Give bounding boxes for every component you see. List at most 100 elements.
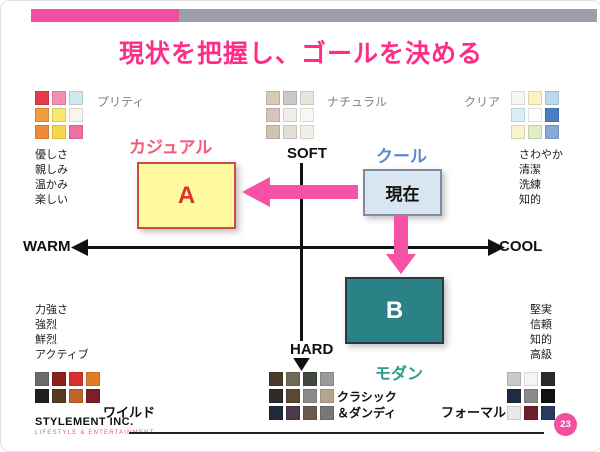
keyword: 信頼 [530, 319, 552, 331]
palette-wild [35, 372, 100, 403]
arrow-to-a-head-icon [242, 177, 270, 207]
color-swatch [541, 372, 555, 386]
color-swatch [52, 108, 66, 122]
axis-label-soft: SOFT [285, 145, 329, 162]
color-swatch [545, 108, 559, 122]
keyword: 高級 [530, 349, 552, 361]
color-swatch [300, 108, 314, 122]
palette-formal [507, 372, 555, 420]
color-swatch [524, 389, 538, 403]
horizontal-axis-line [87, 246, 489, 249]
color-swatch [303, 406, 317, 420]
page-number: 23 [560, 419, 571, 430]
color-swatch [541, 389, 555, 403]
current-position-label: 現在 [385, 185, 420, 204]
color-swatch [303, 372, 317, 386]
color-swatch [52, 389, 66, 403]
color-swatch [541, 406, 555, 420]
keyword: 知的 [530, 334, 552, 346]
color-swatch [286, 372, 300, 386]
goal-box-b-label: B [385, 296, 404, 324]
keywords-hard-warm: 力強さ 強烈 鮮烈 アクティブ [35, 303, 89, 363]
axis-label-hard: HARD [287, 341, 337, 358]
color-swatch [545, 125, 559, 139]
keyword: さわやか [519, 149, 563, 161]
color-swatch [286, 406, 300, 420]
goal-box-b: B [345, 277, 444, 344]
color-swatch [300, 125, 314, 139]
color-swatch [511, 91, 525, 105]
page-number-badge: 23 [554, 413, 577, 436]
color-swatch [507, 406, 521, 420]
goal-box-a: A [137, 162, 236, 229]
label-natural: ナチュラル [327, 95, 388, 109]
label-casual: カジュアル [129, 138, 213, 157]
color-swatch [52, 91, 66, 105]
color-swatch [69, 372, 83, 386]
color-swatch [283, 108, 297, 122]
color-swatch [320, 372, 334, 386]
color-swatch [266, 91, 280, 105]
color-swatch [266, 125, 280, 139]
label-formal: フォーマル [441, 405, 507, 420]
color-swatch [69, 91, 83, 105]
keyword: 楽しい [35, 194, 68, 206]
palette-classic [269, 372, 334, 420]
keyword: 清潔 [519, 164, 541, 176]
current-position-box: 現在 [363, 169, 442, 216]
label-wild: ワイルド [103, 405, 156, 420]
footer-divider [129, 432, 544, 434]
label-modern: モダン [375, 366, 424, 383]
footer-company-name: STYLEMENT INC. [35, 416, 134, 428]
palette-natural [266, 91, 314, 139]
color-swatch [303, 389, 317, 403]
color-swatch [69, 108, 83, 122]
header-accent-bar [31, 9, 179, 22]
keyword: 優しさ [35, 149, 68, 161]
color-swatch [320, 389, 334, 403]
color-swatch [269, 406, 283, 420]
color-swatch [511, 125, 525, 139]
label-pretty: プリティ [97, 95, 145, 109]
color-swatch [511, 108, 525, 122]
keyword: アクティブ [35, 349, 89, 361]
color-swatch [35, 91, 49, 105]
label-classic-line2: ＆ダンディ [337, 406, 397, 420]
footer-tagline: LIFESTYLE & ENTERTAINMENT [35, 430, 155, 436]
vertical-axis-line [300, 163, 303, 357]
color-swatch [320, 406, 334, 420]
arrow-to-a-shaft [269, 185, 358, 199]
goal-box-a-label: A [177, 181, 196, 209]
color-swatch [507, 389, 521, 403]
color-swatch [86, 389, 100, 403]
label-clear: クリア [464, 95, 501, 109]
keyword: 知的 [519, 194, 541, 206]
color-swatch [35, 372, 49, 386]
color-swatch [52, 125, 66, 139]
color-swatch [35, 108, 49, 122]
label-classic-line1: クラシック [337, 390, 397, 404]
arrowhead-left-icon [71, 239, 88, 256]
color-swatch [69, 125, 83, 139]
axis-label-warm: WARM [23, 238, 71, 255]
keywords-soft-cool: さわやか 清潔 洗練 知的 [519, 148, 563, 208]
axis-label-cool: COOL [499, 238, 543, 255]
keyword: 鮮烈 [35, 334, 57, 346]
color-swatch [283, 125, 297, 139]
keywords-soft-warm: 優しさ 親しみ 温かみ 楽しい [35, 148, 68, 208]
color-swatch [35, 389, 49, 403]
color-swatch [528, 91, 542, 105]
keyword: 強烈 [35, 319, 57, 331]
keyword: 洗練 [519, 179, 541, 191]
color-swatch [269, 372, 283, 386]
color-swatch [86, 372, 100, 386]
color-swatch [269, 389, 283, 403]
keyword: 堅実 [530, 304, 552, 316]
keyword: 温かみ [35, 179, 68, 191]
color-swatch [300, 91, 314, 105]
color-swatch [286, 389, 300, 403]
palette-pretty [35, 91, 83, 139]
color-swatch [266, 108, 280, 122]
keywords-hard-cool: 堅実 信頼 知的 高級 [530, 303, 552, 363]
